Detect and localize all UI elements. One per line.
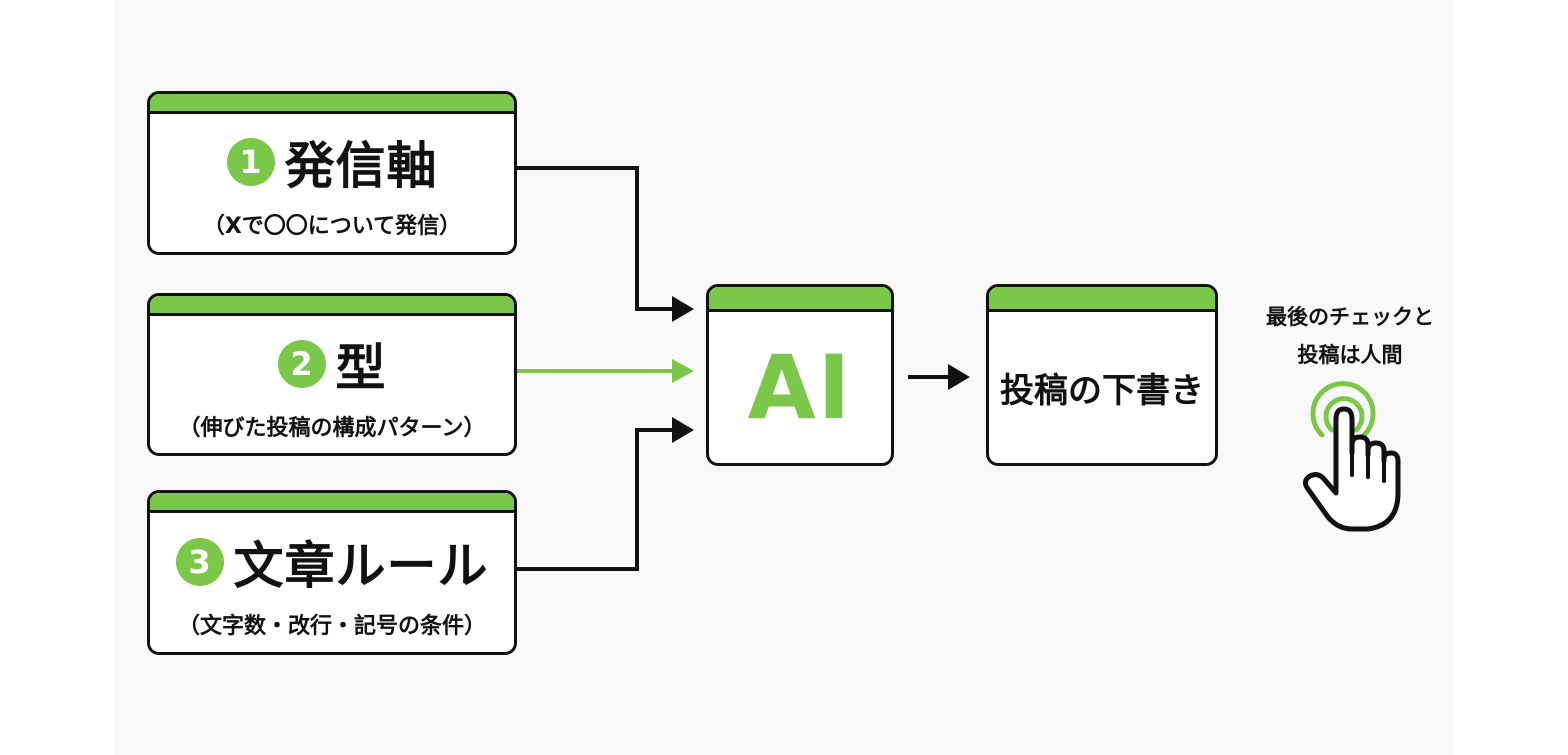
human-check-line-2: 投稿は人間 [1297, 343, 1403, 367]
step-number-badge: 1 [226, 138, 275, 186]
input-title: 文章ルール [233, 536, 489, 595]
ai-box: AI [706, 284, 894, 466]
box-header-bar [150, 296, 514, 316]
human-check-caption: 最後のチェックと 投稿は人間 [1250, 298, 1450, 374]
box-header-bar [150, 493, 514, 513]
input-box-3: 3 文章ルール （文字数・改行・記号の条件） [147, 490, 517, 655]
input-subtitle: （Xで〇〇について発信） [202, 214, 462, 239]
connector-2-to-ai [516, 359, 694, 383]
input-box-1: 1 発信軸 （Xで〇〇について発信） [147, 91, 517, 255]
input-title: 型 [335, 338, 387, 397]
connector-1-to-ai [516, 166, 694, 322]
input-box-2: 2 型 （伸びた投稿の構成パターン） [147, 293, 517, 456]
input-subtitle: （伸びた投稿の構成パターン） [178, 415, 486, 441]
input-title: 発信軸 [284, 137, 438, 195]
connector-3-to-ai [516, 417, 694, 571]
connector-ai-to-draft [908, 364, 970, 390]
draft-box: 投稿の下書き [986, 284, 1218, 466]
box-header-bar [150, 94, 514, 114]
human-check-line-1: 最後のチェックと [1266, 305, 1434, 329]
ai-label: AI [747, 336, 853, 439]
draft-label: 投稿の下書き [1000, 371, 1204, 411]
box-header-bar [709, 287, 891, 312]
step-number-badge: 3 [175, 537, 224, 586]
box-header-bar [989, 287, 1215, 312]
input-subtitle: （文字数・改行・記号の条件） [177, 613, 486, 639]
step-number-badge: 2 [277, 339, 326, 388]
tap-hand-icon [1302, 381, 1401, 532]
